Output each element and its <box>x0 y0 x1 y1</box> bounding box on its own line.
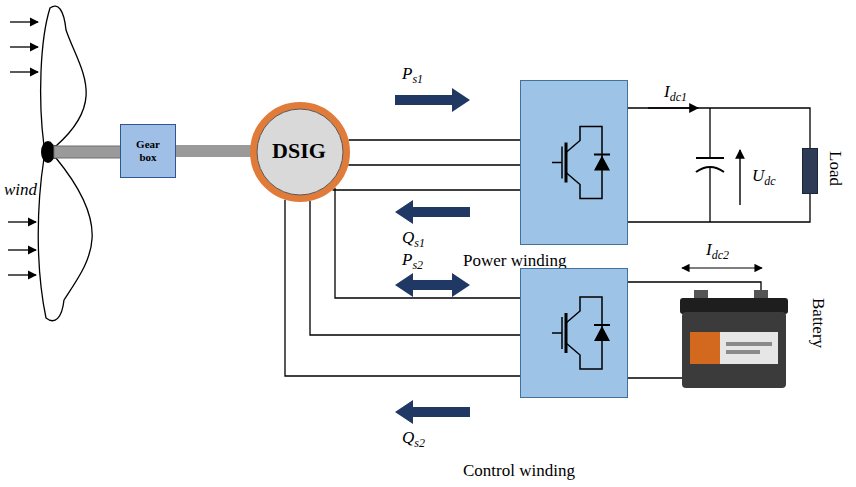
current-label: Idc1 <box>664 82 687 105</box>
voltage-arrow <box>739 150 740 205</box>
shaft <box>176 145 254 157</box>
wind-arrows <box>8 22 38 275</box>
node-label: Load <box>825 151 845 186</box>
dc-wire <box>628 194 810 222</box>
generator-circle: DSIG <box>250 102 350 202</box>
power-arrows <box>395 88 470 424</box>
converter-box: Power winding <box>520 80 628 245</box>
load-box: Load <box>802 148 818 194</box>
igbt-symbol <box>520 80 628 245</box>
node-label: Control winding <box>463 461 575 481</box>
gearbox-box: Gear box <box>120 124 176 178</box>
connector-group <box>176 151 254 152</box>
current-label: Idc2 <box>706 240 729 263</box>
capacitor <box>696 108 724 222</box>
phase-wire <box>349 139 520 140</box>
dc-wire <box>628 108 810 148</box>
power-label: Ps2 <box>402 250 423 273</box>
node-label: Battery <box>808 298 828 348</box>
phase-wire <box>332 189 520 190</box>
igbt-symbol <box>520 268 628 398</box>
connector-group <box>332 140 520 190</box>
connector-group <box>628 108 810 222</box>
node-label: Gear box <box>131 138 165 163</box>
turbine <box>38 6 92 321</box>
connector-group <box>285 188 520 376</box>
power-label: Ps1 <box>402 64 423 87</box>
dc-wire <box>628 377 682 378</box>
phase-wire <box>348 164 520 165</box>
converter-box: Control winding <box>520 268 628 398</box>
power-label: Qs1 <box>402 228 425 251</box>
current-arrow <box>682 267 762 268</box>
dc-wire <box>628 282 761 290</box>
phase-wire <box>285 200 520 376</box>
power-label: Qs2 <box>402 428 425 451</box>
voltage-label: Udc <box>752 166 776 189</box>
battery-icon: Battery <box>678 290 790 390</box>
wind-label: wind <box>4 180 37 200</box>
battery-drawing <box>678 290 790 390</box>
shaft <box>54 146 122 158</box>
phase-wire <box>335 188 520 298</box>
node-label: DSIG <box>272 138 326 163</box>
